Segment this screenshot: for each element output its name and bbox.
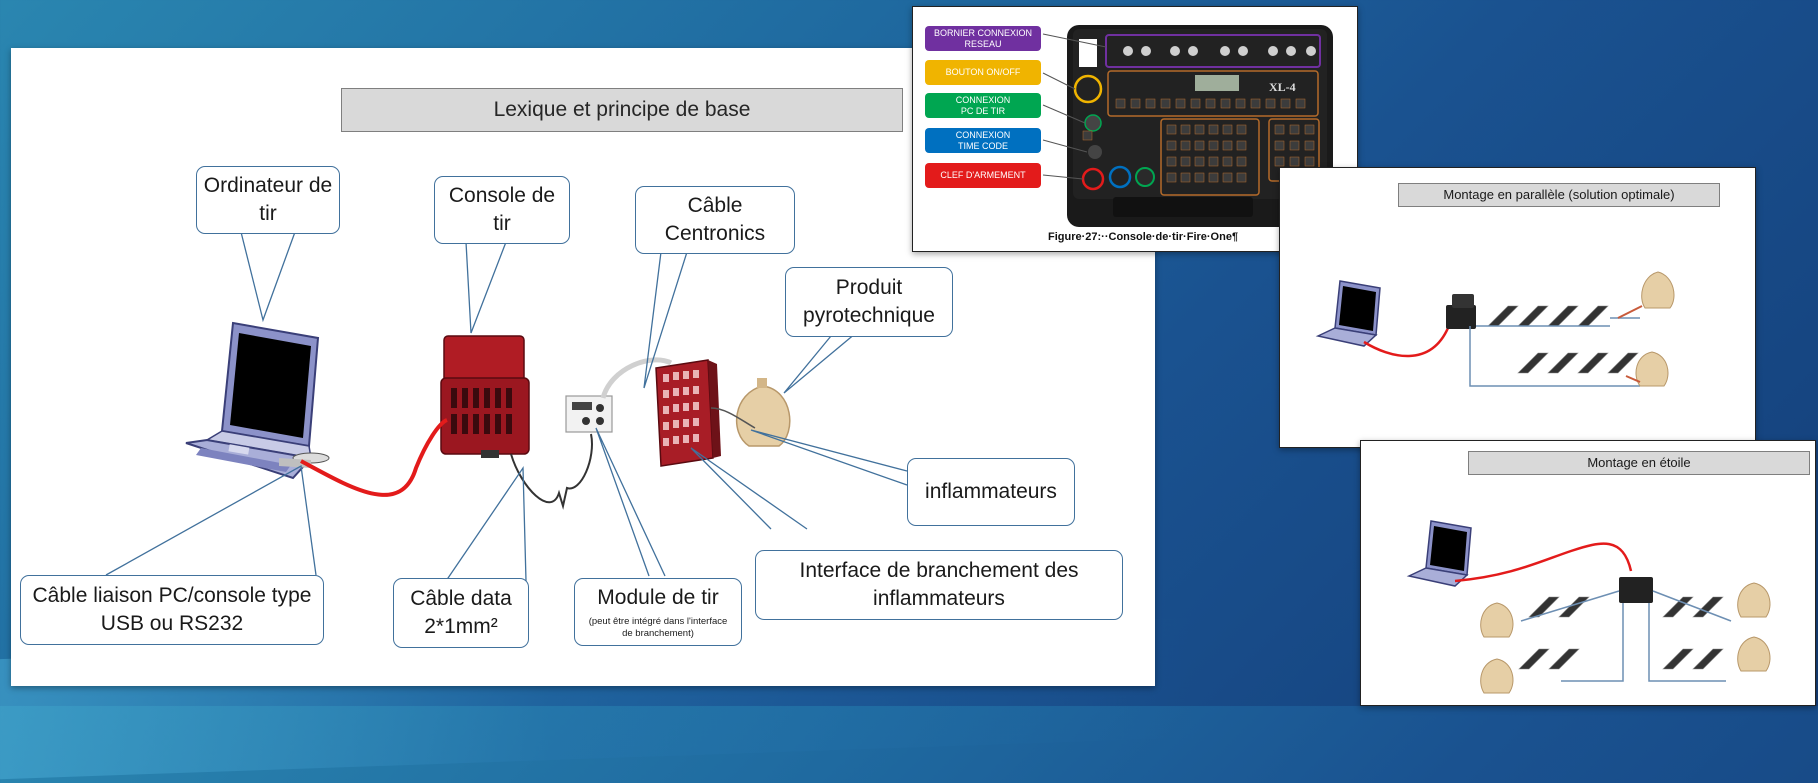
callout-firing-module: Module de tir (peut être intégré dans l'… bbox=[574, 578, 742, 646]
callout-firing-module-note: (peut être intégré dans l'interface de b… bbox=[588, 616, 728, 640]
data-cable bbox=[510, 433, 593, 510]
parallel-setup-drawing bbox=[1315, 271, 1675, 387]
callout-firing-module-label: Module de tir bbox=[597, 585, 719, 609]
label-time-code-connection: CONNEXION TIME CODE bbox=[925, 128, 1041, 153]
igniter-racks bbox=[1487, 305, 1639, 374]
callout-data-cable: Câble data 2*1mm² bbox=[393, 578, 529, 648]
callout-pyrotechnic-product-label: Produit pyrotechnique bbox=[803, 275, 935, 327]
laptop-icon bbox=[1315, 280, 1381, 347]
pyro-product-icon bbox=[1480, 602, 1514, 638]
parallel-setup-panel: Montage en parallèle (solution optimale) bbox=[1279, 167, 1756, 448]
callout-shooting-computer-label: Ordinateur de tir bbox=[203, 173, 333, 225]
device-badge: XL-4 bbox=[1269, 80, 1296, 94]
page-title: Lexique et principe de base bbox=[341, 88, 903, 132]
star-setup-title: Montage en étoile bbox=[1468, 451, 1810, 475]
callout-firing-console-label: Console de tir bbox=[448, 183, 556, 235]
label-pc-connection: CONNEXION PC DE TIR bbox=[925, 93, 1041, 118]
parallel-setup-title: Montage en parallèle (solution optimale) bbox=[1398, 183, 1720, 207]
callout-pc-console-cable: Câble liaison PC/console type USB ou RS2… bbox=[20, 575, 324, 645]
console-icon bbox=[1446, 305, 1476, 329]
pyro-product-icon bbox=[1635, 351, 1669, 387]
star-setup-panel: Montage en étoile bbox=[1360, 440, 1816, 706]
pyro-product-icon bbox=[1737, 636, 1771, 672]
igniter-wire bbox=[710, 407, 756, 429]
firing-console-icon bbox=[440, 335, 530, 458]
label-network-terminal: BORNIER CONNEXION RESEAU bbox=[925, 26, 1041, 51]
callout-connection-interface-label: Interface de branchement des inflammateu… bbox=[799, 558, 1079, 610]
callout-pc-console-cable-label: Câble liaison PC/console type USB ou RS2… bbox=[32, 583, 312, 635]
label-arming-key: CLEF D'ARMEMENT bbox=[925, 163, 1041, 188]
pyrotechnic-product-icon bbox=[735, 378, 791, 447]
usb-cable bbox=[300, 418, 448, 497]
callout-centronics-cable: Câble Centronics bbox=[635, 186, 795, 254]
callout-igniters: inflammateurs bbox=[907, 458, 1075, 526]
laptop-icon bbox=[1406, 520, 1472, 587]
label-power-button: BOUTON ON/OFF bbox=[925, 60, 1041, 85]
igniter-racks bbox=[1518, 596, 1724, 670]
callout-firing-console: Console de tir bbox=[434, 176, 570, 244]
firing-module-icon bbox=[565, 395, 613, 433]
figure-caption: Figure·27:··Console·de·tir·Fire·One¶ bbox=[1048, 231, 1239, 243]
callout-centronics-cable-label: Câble Centronics bbox=[664, 193, 766, 245]
callout-pyrotechnic-product: Produit pyrotechnique bbox=[785, 267, 953, 337]
callout-connection-interface: Interface de branchement des inflammateu… bbox=[755, 550, 1123, 620]
callout-data-cable-label: Câble data 2*1mm² bbox=[410, 586, 512, 638]
laptop-icon bbox=[185, 321, 330, 480]
callout-shooting-computer: Ordinateur de tir bbox=[196, 166, 340, 234]
console-icon bbox=[1619, 577, 1653, 603]
centronics-cable bbox=[600, 357, 673, 399]
pyro-product-icon bbox=[1737, 582, 1771, 618]
star-setup-drawing bbox=[1406, 520, 1771, 694]
callout-igniters-label: inflammateurs bbox=[925, 479, 1057, 503]
pyro-product-icon bbox=[1480, 658, 1514, 694]
pyro-product-icon bbox=[1641, 271, 1675, 309]
connection-interface-icon bbox=[655, 359, 721, 467]
